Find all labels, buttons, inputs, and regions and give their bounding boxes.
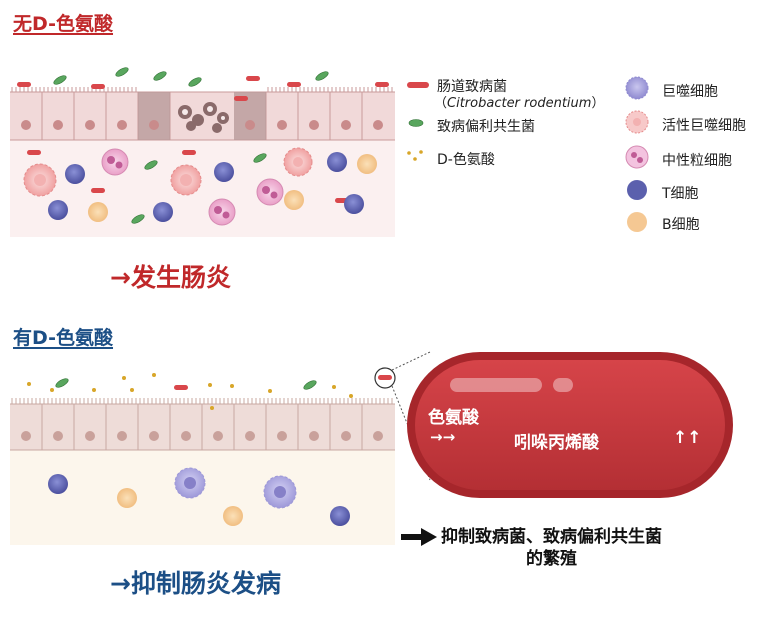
legend-pathobiont-label: 致病偏利共生菌	[437, 119, 535, 135]
d-tryptophan-icon	[407, 150, 423, 161]
b-cell-icon	[627, 212, 647, 232]
effect-note-line2: 的繁殖	[526, 549, 577, 569]
result-colitis-suppressed: →抑制肠炎发病	[110, 569, 281, 598]
effect-note: 抑制致病菌、致病偏利共生菌 的繁殖	[441, 526, 662, 570]
healthy-tissue-illustration	[10, 373, 395, 545]
pathobiont-icon	[408, 119, 424, 127]
legend-macrophage-label: 巨噬细胞	[662, 84, 718, 100]
section-title-without: 无D-色氨酸	[13, 13, 114, 35]
t-cell-icon	[627, 180, 647, 200]
neutrophil-icon	[625, 145, 649, 169]
result-colitis: →发生肠炎	[110, 263, 231, 292]
macrophage-icon	[625, 76, 649, 100]
legend-d-tryptophan-label: D-色氨酸	[437, 152, 495, 168]
pill-left-arrows: →→	[430, 428, 456, 446]
pathogen-icon	[407, 82, 429, 88]
pill-up-arrows: ↑↑	[673, 428, 702, 448]
section-title-with: 有D-色氨酸	[13, 327, 114, 349]
effect-note-line1: 抑制致病菌、致病偏利共生菌	[441, 527, 662, 547]
legend-t-cell-label: T细胞	[662, 186, 699, 202]
zoomed-bacterium	[407, 352, 733, 498]
pill-indoleacrylic-acid-label: 吲哚丙烯酸	[514, 433, 599, 453]
arrow-right-icon	[401, 528, 437, 546]
legend-neutrophil-label: 中性粒细胞	[662, 153, 732, 169]
legend-left-icons	[407, 82, 429, 161]
legend-active-macrophage-label: 活性巨噬细胞	[662, 118, 746, 134]
legend-right-icons	[625, 76, 649, 232]
pill-tryptophan-label: 色氨酸	[428, 408, 479, 428]
legend-pathogen-scientific: （Citrobacter rodentium）	[434, 96, 605, 111]
legend-b-cell-label: B细胞	[662, 217, 700, 233]
inflamed-tissue-illustration	[10, 67, 395, 237]
legend-pathogen-label: 肠道致病菌	[437, 79, 507, 95]
